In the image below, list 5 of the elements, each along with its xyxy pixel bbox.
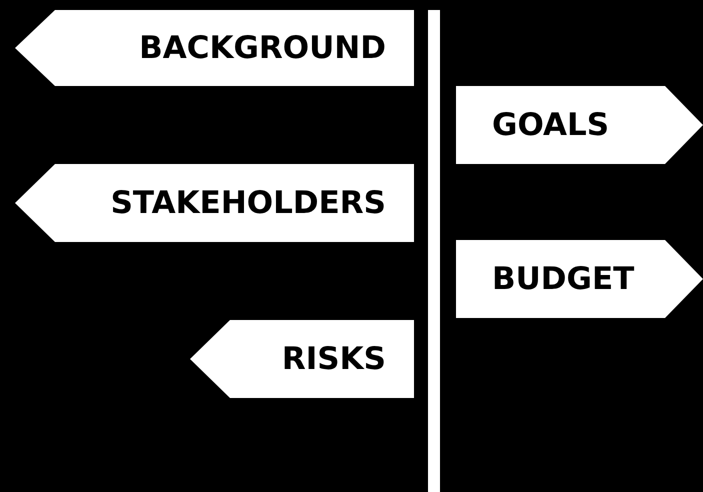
direction-sign: RISKS <box>190 320 414 398</box>
direction-sign: STAKEHOLDERS <box>15 164 414 242</box>
direction-sign: GOALS <box>456 86 703 164</box>
direction-sign: BUDGET <box>456 240 703 318</box>
direction-sign: BACKGROUND <box>15 10 414 86</box>
